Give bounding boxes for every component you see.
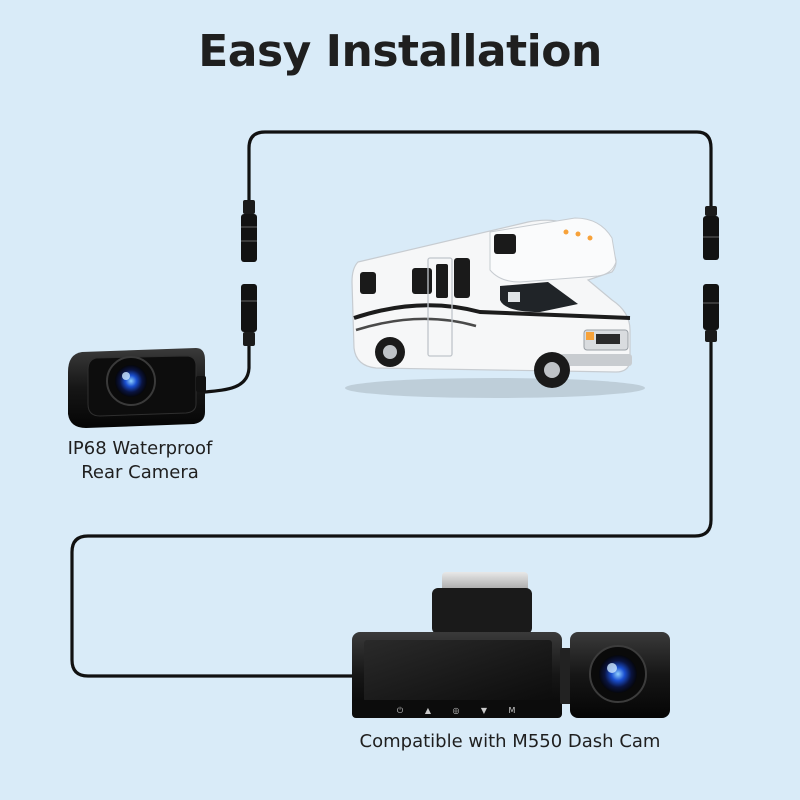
rear-camera-caption-line1: IP68 Waterproof <box>67 438 213 459</box>
ok-icon: ◎ <box>453 706 460 715</box>
mode-icon: M <box>509 706 516 715</box>
power-icon: ⏻ <box>397 706 404 715</box>
dash-cam-screen <box>364 640 552 702</box>
rv-vehicle-illustration <box>345 217 645 398</box>
cable-connector-right-bottom <box>703 284 719 342</box>
dash-cam: ⏻ ▲ ◎ ▼ M <box>352 572 670 718</box>
down-icon: ▼ <box>481 706 488 715</box>
rear-camera <box>68 348 206 428</box>
rear-camera-caption-line2: Rear Camera <box>81 462 199 483</box>
rear-camera-lens-icon <box>115 365 147 397</box>
cable <box>70 130 713 678</box>
dash-cam-caption: Compatible with M550 Dash Cam <box>359 731 661 752</box>
dash-cam-lens-icon <box>599 655 637 693</box>
rear-camera-caption: IP68 Waterproof Rear Camera <box>40 437 240 485</box>
up-icon: ▲ <box>425 706 432 715</box>
cable-connector-left-bottom <box>241 284 257 346</box>
page-title: Easy Installation <box>198 26 602 77</box>
dash-cam-buttons: ⏻ ▲ ◎ ▼ M <box>397 706 516 715</box>
cable-connector-left-top <box>241 200 257 262</box>
cable-connector-right-top <box>703 206 719 260</box>
